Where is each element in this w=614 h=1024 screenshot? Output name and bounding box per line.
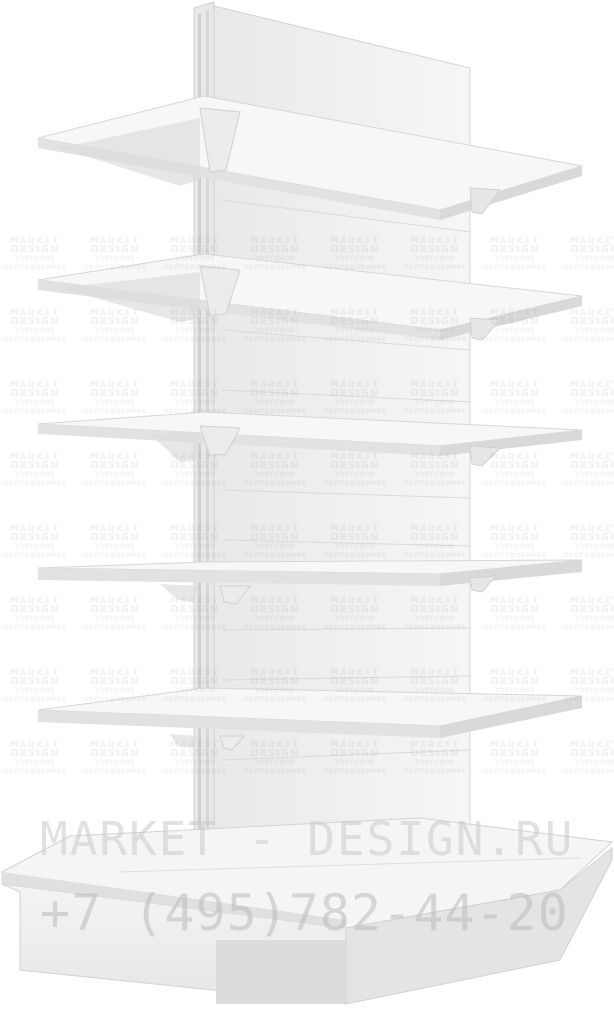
shelf-level-4: [37, 559, 583, 605]
shelf-level-2: [37, 253, 583, 341]
base-plinth: [1, 817, 614, 1005]
shelf-level-1: [37, 95, 583, 220]
shelf-level-3: [37, 411, 583, 467]
watermark-phone-text: +7 (495)782-44-20: [40, 884, 569, 942]
shelf-level-5: [37, 687, 583, 751]
watermark-site-text: MARKET - DESIGN.RU: [40, 812, 575, 866]
